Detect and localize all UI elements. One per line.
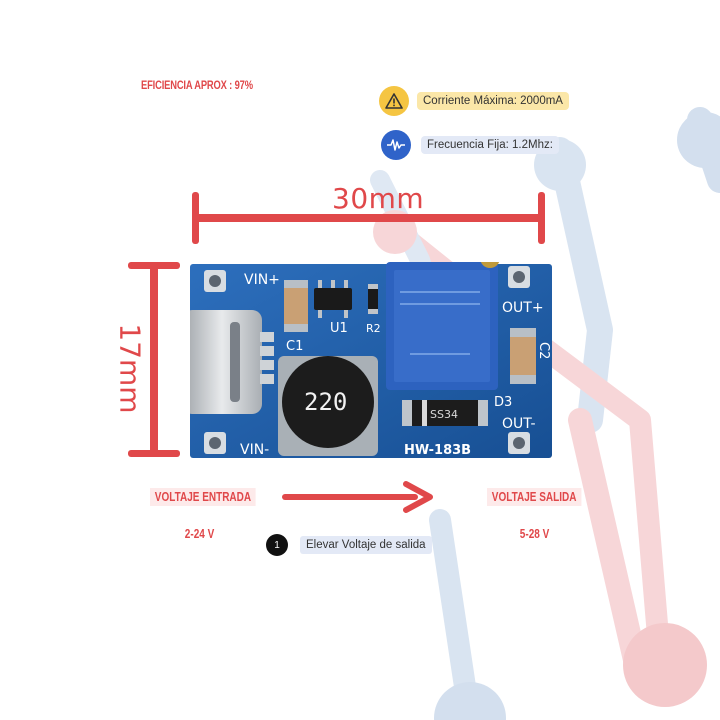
- diode-marking: SS34: [430, 408, 458, 421]
- d3-label: D3: [494, 395, 512, 410]
- output-voltage-range: 5-28 V: [519, 527, 550, 541]
- out-plus-label: OUT+: [502, 300, 544, 316]
- input-voltage-range: 2-24 V: [184, 527, 215, 541]
- frequency-spec: Frecuencia Fija: 1.2Mhz:: [381, 130, 559, 160]
- pcb-board: VIN+ VIN- OUT+ OUT- C1 U1 R2 D3 C2 220 S…: [190, 262, 552, 458]
- arrow-right-icon: [282, 481, 433, 513]
- resistor-r2: [368, 288, 378, 310]
- step-note: 1 Elevar Voltaje de salida: [266, 534, 432, 556]
- vin-minus-label: VIN-: [240, 442, 269, 458]
- step-text: Elevar Voltaje de salida: [300, 536, 432, 554]
- width-label: 30mm: [332, 182, 425, 215]
- potentiometer-screw: [480, 262, 500, 268]
- output-voltage-label: VOLTAJE SALIDA: [487, 488, 582, 506]
- vin-plus-label: VIN+: [244, 272, 280, 288]
- ic-u1: [314, 288, 352, 310]
- u1-label: U1: [330, 321, 348, 336]
- usb-c-connector: [190, 310, 262, 414]
- out-minus-label: OUT-: [502, 416, 536, 432]
- input-voltage-label: VOLTAJE ENTRADA: [150, 488, 256, 506]
- max-current-spec: Corriente Máxima: 2000mA: [379, 86, 569, 116]
- frequency-text: Frecuencia Fija: 1.2Mhz:: [421, 136, 559, 154]
- efficiency-label: EFICIENCIA APROX : 97%: [141, 78, 253, 92]
- pulse-wave-icon: [381, 130, 411, 160]
- warning-icon: [379, 86, 409, 116]
- model-label: HW-183B: [404, 443, 471, 458]
- inductor-value: 220: [304, 388, 347, 416]
- max-current-text: Corriente Máxima: 2000mA: [417, 92, 569, 110]
- step-number-badge: 1: [266, 534, 288, 556]
- capacitor-c1: [284, 280, 308, 332]
- r2-label: R2: [366, 322, 381, 335]
- c2-label: C2: [536, 342, 551, 359]
- c1-label: C1: [286, 339, 303, 354]
- height-label: 17mm: [113, 323, 147, 414]
- height-dimension-line: [128, 262, 180, 457]
- capacitor-c2: [510, 328, 536, 384]
- width-dimension-line: [192, 192, 545, 244]
